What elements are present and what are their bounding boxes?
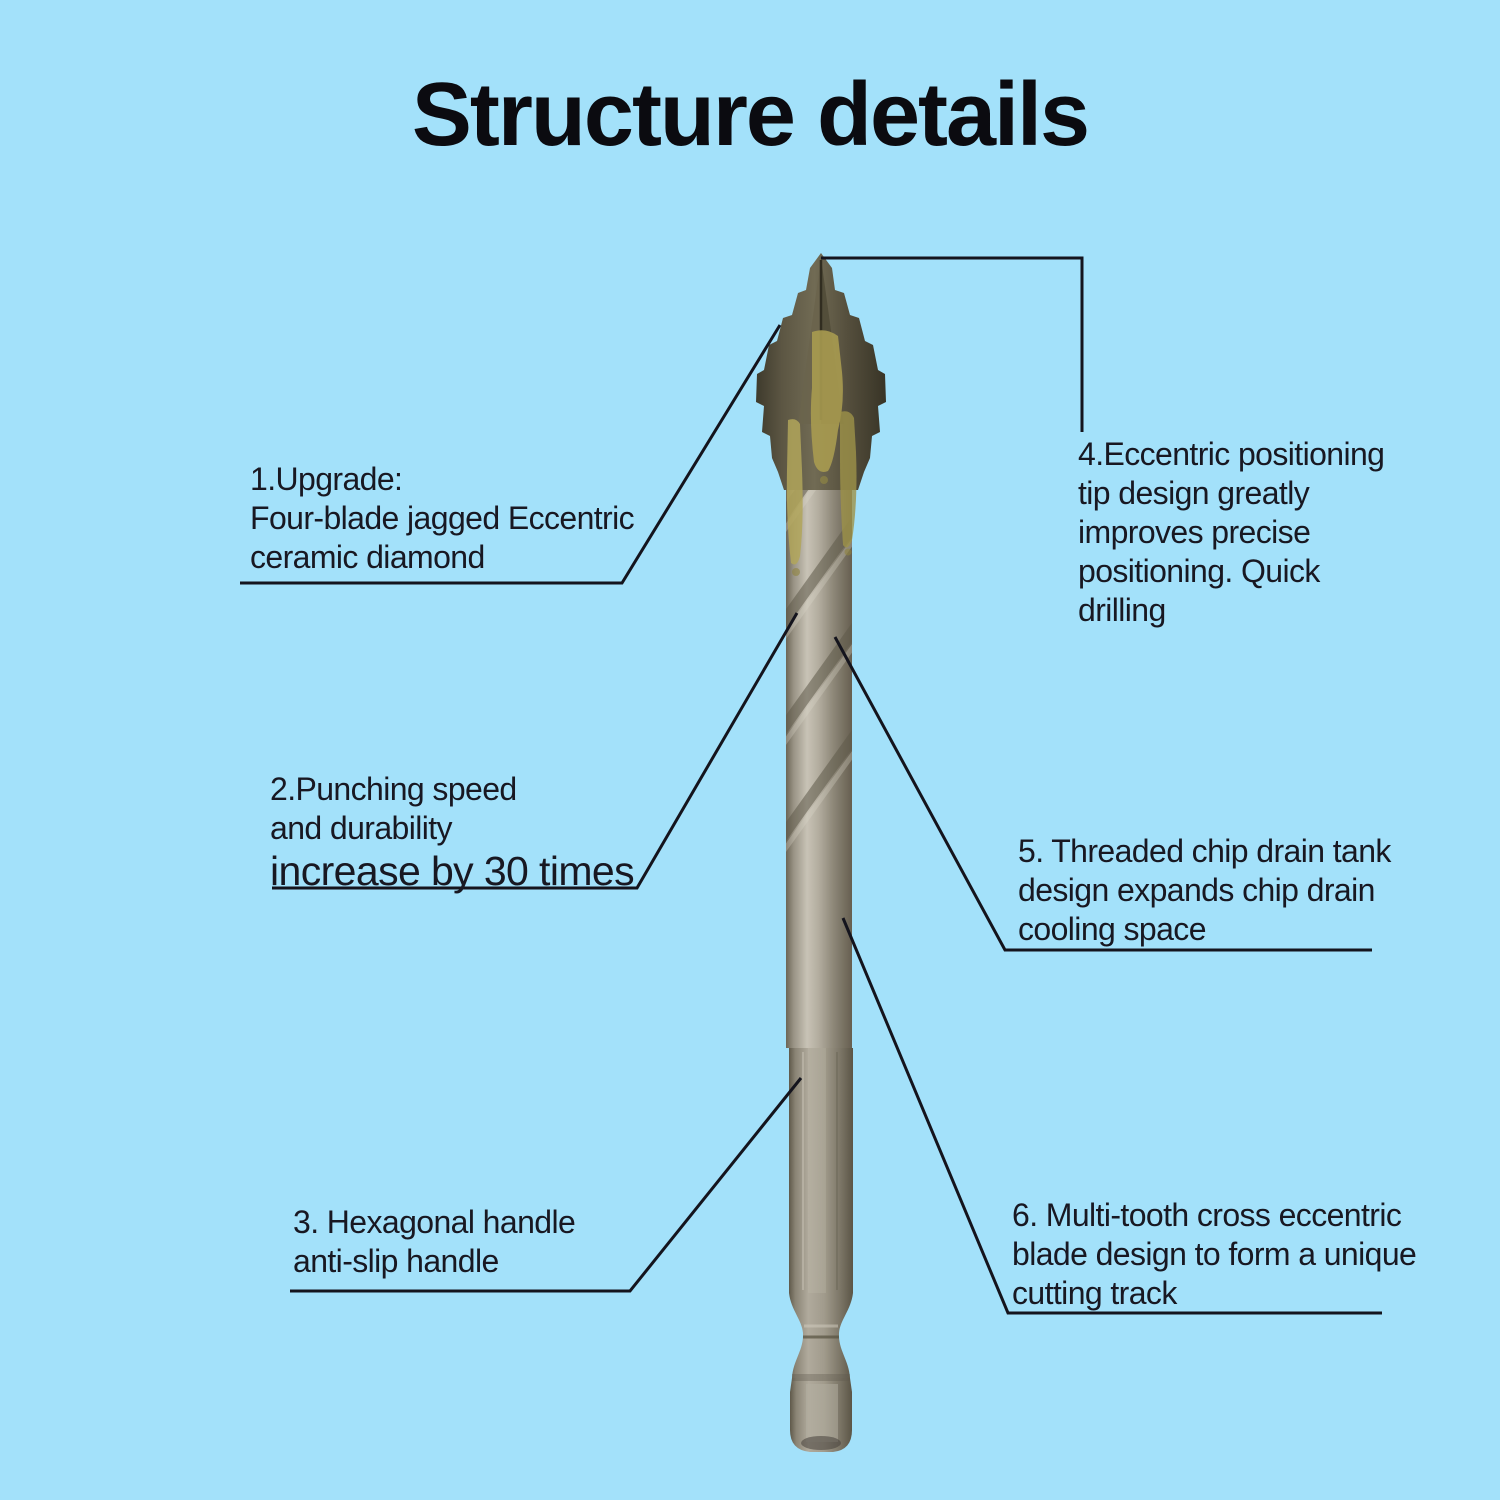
annotation-text-line: 6. Multi-tooth cross eccentric (1012, 1197, 1402, 1233)
annotation-text-line: Four-blade jagged Eccentric (250, 500, 635, 536)
annotation-text-line: drilling (1078, 592, 1166, 628)
annotation-text-line: anti-slip handle (293, 1243, 499, 1279)
hex-shank (789, 1048, 853, 1293)
annotation-text-line: 1.Upgrade: (250, 461, 403, 497)
end-cap-bottom-shadow (801, 1436, 841, 1450)
annotation-text-line: ceramic diamond (250, 539, 485, 575)
leader-line-4 (821, 256, 1084, 432)
brazing-residue (786, 330, 857, 576)
annotation-text-line: cutting track (1012, 1275, 1177, 1311)
leader-line-5 (833, 636, 1372, 952)
annotation-text-line: blade design to form a unique (1012, 1236, 1417, 1272)
annotation-2: 2.Punching speed and durability increase… (270, 770, 635, 894)
annotation-text-line: design expands chip drain (1018, 872, 1375, 908)
leader-line-3 (290, 1077, 803, 1293)
annotation-5: 5. Threaded chip drain tank design expan… (1018, 832, 1391, 949)
annotation-text-line: cooling space (1018, 911, 1206, 947)
annotation-text-line: 3. Hexagonal handle (293, 1204, 576, 1240)
annotation-text-line: improves precise (1078, 514, 1311, 550)
annotation-text-line: positioning. Quick (1078, 553, 1320, 589)
leader-line-1 (240, 324, 782, 585)
annotation-text-line: tip design greatly (1078, 475, 1310, 511)
hex-facet-highlight (808, 1048, 826, 1293)
annotation-text-line: and durability (270, 810, 453, 846)
annotation-4: 4.Eccentric positioning tip design great… (1078, 435, 1385, 630)
leader-line-2 (272, 612, 799, 890)
end-cap-facet (806, 1384, 838, 1442)
annotation-text-line: 4.Eccentric positioning (1078, 436, 1385, 472)
leader-lines (240, 256, 1382, 1315)
annotation-3: 3. Hexagonal handle anti-slip handle (293, 1203, 576, 1281)
annotation-text-line: 5. Threaded chip drain tank (1018, 833, 1391, 869)
annotation-1: 1.Upgrade: Four-blade jagged Eccentric c… (250, 460, 635, 577)
drill-bit (756, 253, 886, 1452)
annotation-6: 6. Multi-tooth cross eccentric blade des… (1012, 1196, 1417, 1313)
end-cap-shoulder-shadow (792, 1374, 850, 1381)
annotation-text-line: increase by 30 times (270, 848, 635, 894)
page-title: Structure details (411, 65, 1090, 165)
leader-line-6 (841, 917, 1382, 1315)
annotation-text-line: 2.Punching speed (270, 771, 517, 807)
